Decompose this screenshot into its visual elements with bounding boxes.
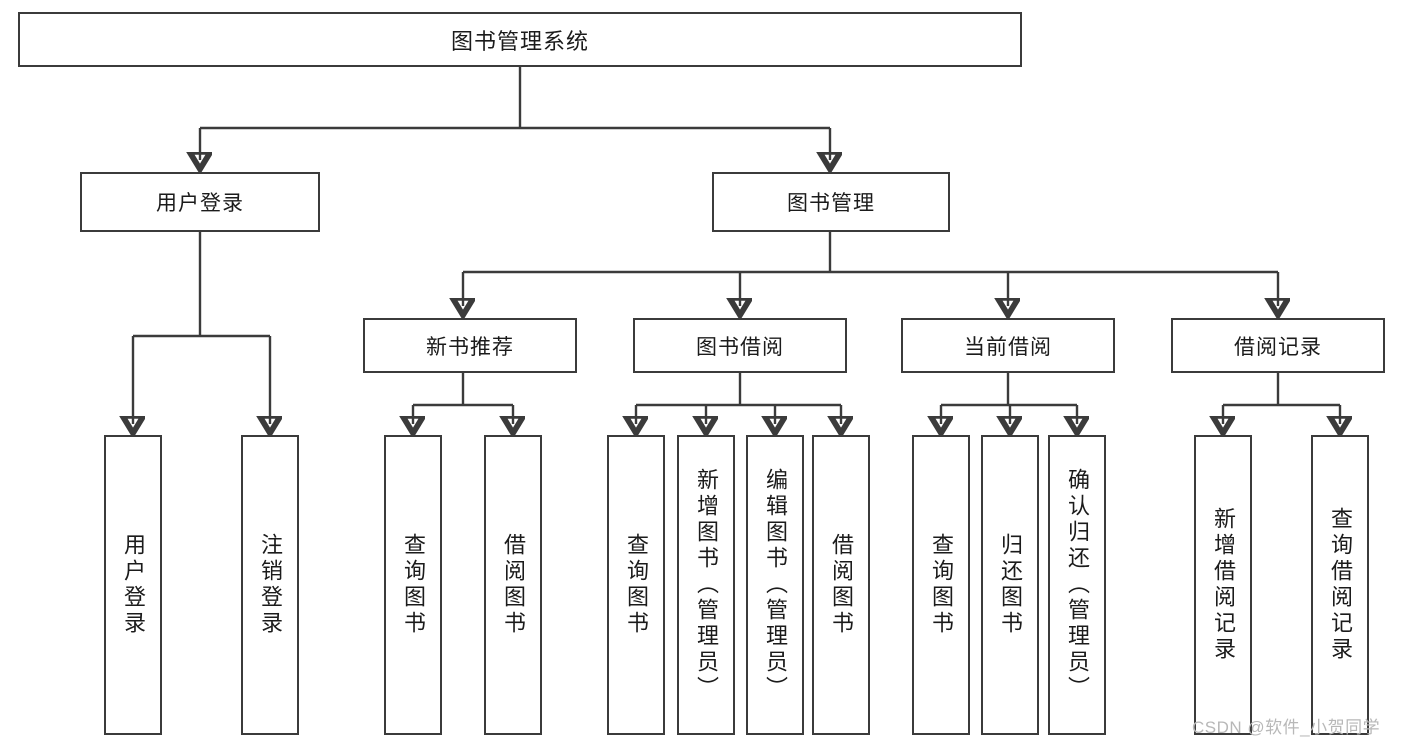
node-label: 归还图书 — [998, 533, 1023, 637]
node-label: 图书借阅 — [696, 335, 784, 359]
node-label: 新增借阅记录 — [1211, 507, 1236, 663]
leaf-query-book-current[interactable]: 查询图书 — [912, 435, 970, 735]
node-new-book-recommend[interactable]: 新书推荐 — [363, 318, 577, 373]
node-book-borrow[interactable]: 图书借阅 — [633, 318, 847, 373]
node-label: 新书推荐 — [426, 335, 514, 359]
node-label: 确认归还（管理员） — [1065, 468, 1090, 702]
node-label: 用户登录 — [156, 192, 244, 215]
leaf-logout[interactable]: 注销登录 — [241, 435, 299, 735]
leaf-query-book-borrow[interactable]: 查询图书 — [607, 435, 665, 735]
node-borrow-record[interactable]: 借阅记录 — [1171, 318, 1385, 373]
node-label: 借阅记录 — [1234, 335, 1322, 359]
csdn-watermark: CSDN @软件_小贺同学 — [1192, 718, 1381, 737]
node-label: 图书管理系统 — [450, 28, 589, 54]
leaf-edit-book-admin[interactable]: 编辑图书（管理员） — [746, 435, 804, 735]
node-label: 借阅图书 — [829, 533, 854, 637]
node-label: 注销登录 — [258, 533, 283, 637]
node-current-borrow[interactable]: 当前借阅 — [901, 318, 1115, 373]
node-user-login[interactable]: 用户登录 — [80, 172, 320, 232]
node-label: 编辑图书（管理员） — [763, 468, 788, 702]
node-book-management-system[interactable]: 图书管理系统 — [18, 12, 1022, 67]
leaf-user-login[interactable]: 用户登录 — [104, 435, 162, 735]
node-label: 查询图书 — [401, 533, 426, 637]
node-label: 查询图书 — [929, 533, 954, 637]
node-label: 新增图书（管理员） — [694, 468, 719, 702]
leaf-query-book-recommend[interactable]: 查询图书 — [384, 435, 442, 735]
node-label: 查询借阅记录 — [1328, 507, 1353, 663]
node-label: 用户登录 — [121, 533, 146, 637]
node-label: 借阅图书 — [501, 533, 526, 637]
node-label: 图书管理 — [787, 192, 875, 215]
node-book-management[interactable]: 图书管理 — [712, 172, 950, 232]
leaf-query-borrow-record[interactable]: 查询借阅记录 — [1311, 435, 1369, 735]
node-label: 查询图书 — [624, 533, 649, 637]
leaf-add-book-admin[interactable]: 新增图书（管理员） — [677, 435, 735, 735]
leaf-borrow-book-recommend[interactable]: 借阅图书 — [484, 435, 542, 735]
leaf-borrow-book[interactable]: 借阅图书 — [812, 435, 870, 735]
leaf-confirm-return-admin[interactable]: 确认归还（管理员） — [1048, 435, 1106, 735]
node-label: 当前借阅 — [964, 335, 1052, 359]
leaf-return-book[interactable]: 归还图书 — [981, 435, 1039, 735]
leaf-add-borrow-record[interactable]: 新增借阅记录 — [1194, 435, 1252, 735]
